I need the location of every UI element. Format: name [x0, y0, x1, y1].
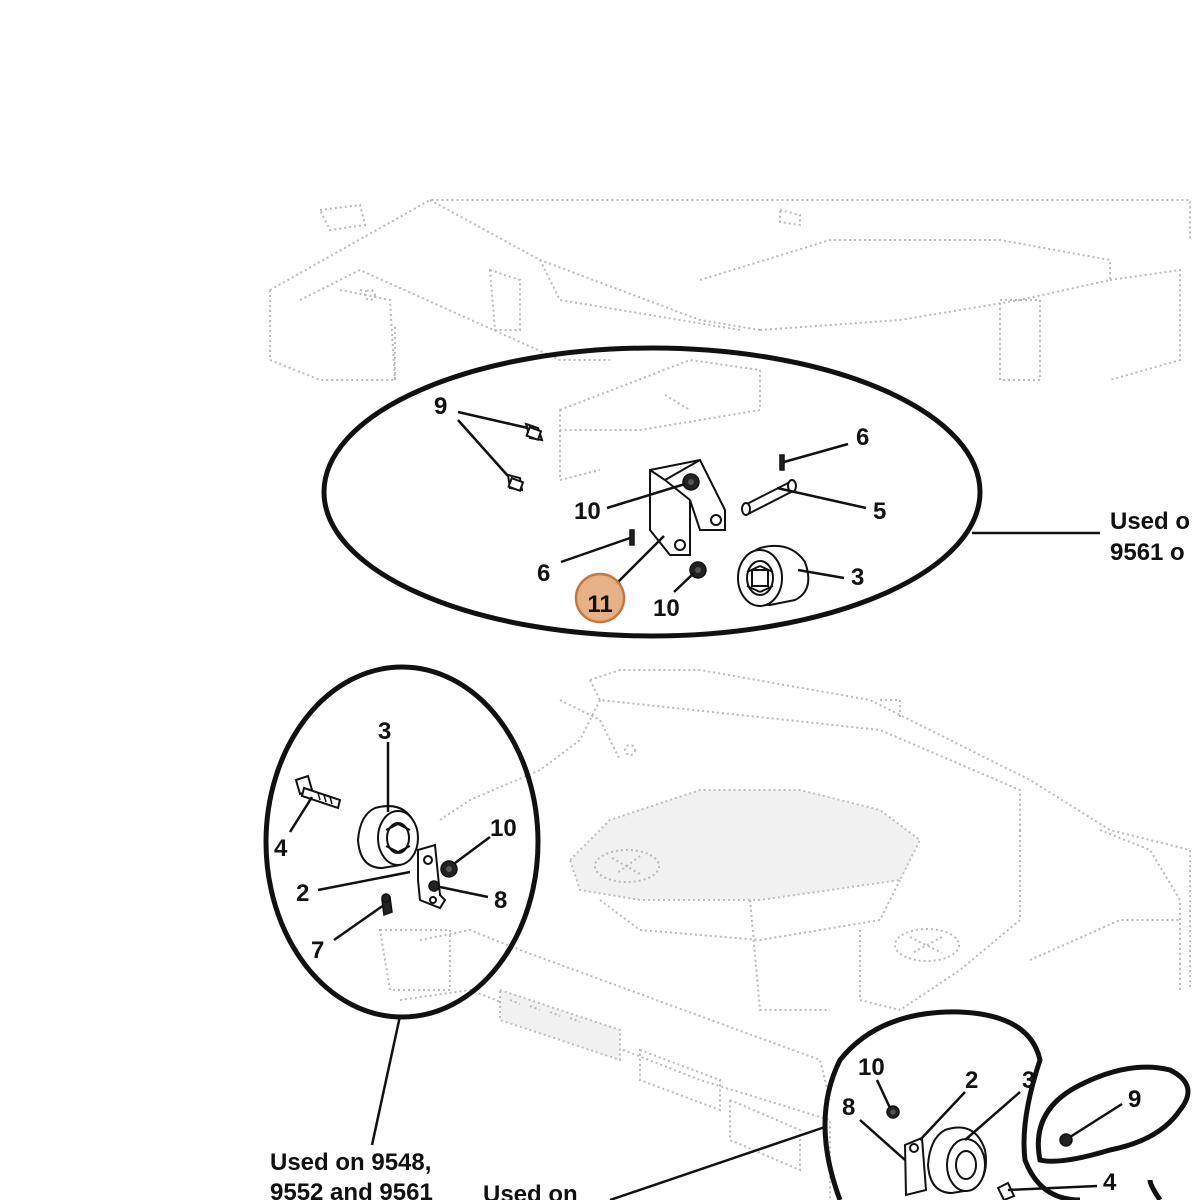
bracket-2 — [417, 843, 447, 910]
note-leader-bottom — [609, 1125, 826, 1200]
leader-bottom-8 — [859, 1119, 906, 1161]
callout-10: 10 — [574, 498, 601, 525]
bolt-4 — [294, 774, 342, 810]
callout-11: 11 — [587, 591, 612, 618]
callout-9: 9 — [434, 393, 447, 420]
top-detail-group: 9 6 10 5 6 10 3 11 Used o 9561 o — [321, 345, 1190, 639]
leader-top-11 — [615, 535, 665, 585]
roller-pin-5 — [741, 479, 797, 516]
leader-bottom-4 — [1007, 1184, 1098, 1192]
leader-top-10b — [673, 572, 695, 593]
note-bottom: Used on — [483, 1181, 578, 1200]
callout-3: 3 — [1022, 1067, 1035, 1094]
note-top-line1: Used o — [1110, 508, 1190, 535]
callout-3: 3 — [378, 718, 391, 745]
left-detail-group: 3 4 10 2 8 7 Used on 9548, 9552 and 9561 — [263, 664, 541, 1200]
callout-10: 10 — [490, 815, 517, 842]
callout-2: 2 — [965, 1067, 978, 1094]
bottom-detail-ring — [822, 1009, 1081, 1200]
leader-top-10a — [606, 482, 686, 510]
leader-left-4 — [288, 796, 314, 833]
bolt-9-upper — [524, 422, 544, 442]
nut-10 — [886, 1105, 900, 1119]
leader-bottom-2 — [919, 1091, 966, 1141]
top-detail-ring — [321, 345, 983, 639]
note-leader-left — [370, 1015, 402, 1146]
callout-4: 4 — [1103, 1169, 1117, 1196]
left-detail-ring — [263, 664, 541, 1020]
bolt-7 — [381, 893, 393, 917]
roller-3 — [926, 1126, 987, 1195]
bolt-9 — [1059, 1133, 1073, 1147]
bottom-detail-ring-edge — [1147, 1179, 1163, 1200]
nut-10-upper — [682, 473, 700, 491]
leader-left-7 — [333, 903, 385, 942]
nut-10 — [440, 860, 458, 878]
callout-7: 7 — [311, 937, 324, 964]
callout-10: 10 — [858, 1054, 885, 1081]
leader-top-9 — [457, 410, 529, 477]
callout-10: 10 — [653, 595, 680, 622]
leader-left-8 — [439, 885, 489, 899]
leader-left-10 — [454, 835, 491, 865]
leader-left-2 — [317, 870, 411, 892]
note-left-line1: Used on 9548, — [270, 1149, 431, 1176]
leader-top-6b — [560, 536, 631, 564]
bracket-2 — [903, 1136, 928, 1197]
callout-5: 5 — [873, 498, 886, 525]
bracket-11 — [649, 458, 726, 556]
callout-6: 6 — [537, 560, 550, 587]
note-left-line2: 9552 and 9561 — [270, 1179, 433, 1200]
callout-8: 8 — [842, 1094, 855, 1121]
cotter-pin-6-upper — [779, 454, 785, 471]
callout-8: 8 — [494, 887, 507, 914]
bolt-8 — [428, 880, 440, 892]
background-deck-linework — [269, 199, 1191, 1200]
leader-top-5 — [776, 486, 867, 510]
leader-bottom-10 — [875, 1079, 892, 1109]
roller-3 — [737, 544, 810, 607]
callout-9: 9 — [1128, 1086, 1141, 1113]
bottom-detail-ring-right — [1035, 1064, 1191, 1164]
callout-11-highlight: 11 — [574, 572, 626, 624]
leader-top-3 — [797, 568, 845, 580]
callout-4: 4 — [274, 835, 288, 862]
note-top-line2: 9561 o — [1110, 539, 1185, 566]
bolt-9-lower — [506, 473, 525, 493]
leader-top-6a — [783, 442, 849, 464]
highlight-circle — [574, 572, 626, 624]
leader-bottom-9 — [1069, 1102, 1123, 1139]
callout-6: 6 — [856, 424, 869, 451]
callout-3: 3 — [851, 564, 864, 591]
leader-bottom-3 — [964, 1091, 1021, 1141]
callout-2: 2 — [296, 880, 309, 907]
bottom-detail-group: 10 2 3 8 9 4 Used on — [483, 1009, 1191, 1200]
cotter-pin-6-lower — [629, 529, 635, 546]
roller-3 — [356, 805, 419, 870]
bolt-4 — [996, 1181, 1016, 1200]
